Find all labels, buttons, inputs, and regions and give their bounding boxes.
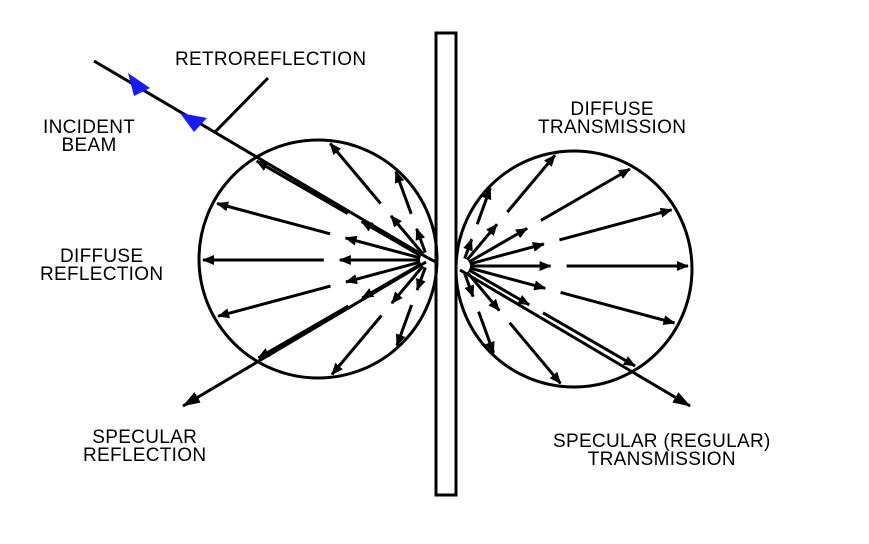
diffuse-transmission-arrow [559, 207, 673, 242]
retroreflection-pointer [213, 76, 270, 134]
label-diffuse-reflection: DIFFUSE REFLECTION [40, 246, 164, 285]
label-diffuse-transmission: DIFFUSE TRANSMISSION [538, 99, 687, 138]
diffuse-transmission-arrow [463, 238, 474, 260]
diffuse-reflection-arrow [415, 227, 427, 254]
incident-beam-line [93, 59, 429, 260]
label-specular-reflection-line2: REFLECTION [83, 445, 207, 466]
label-specular-transmission-line1: SPECULAR (REGULAR) [553, 431, 771, 452]
diffuse-reflection-arrow [345, 260, 421, 284]
label-specular-reflection-line1: SPECULAR [92, 427, 198, 448]
label-retroreflection: RETROREFLECTION [175, 49, 367, 70]
specular-transmission-arrow [459, 268, 691, 408]
diffuse-transmission-arrow [506, 154, 557, 214]
diffuse-transmission-arrows [463, 154, 689, 385]
label-incident-beam-line2: BEAM [61, 135, 117, 156]
diffuse-reflection-arrow [390, 265, 425, 305]
label-diffuse-reflection-line1: DIFFUSE [59, 246, 144, 267]
label-specular-reflection: SPECULAR REFLECTION [83, 427, 207, 466]
diffuse-transmission-arrow [465, 223, 499, 261]
diffuse-reflection-arrow [415, 266, 427, 291]
diffuse-reflection-arrow [360, 220, 422, 258]
label-diffuse-transmission-line2: TRANSMISSION [538, 117, 687, 138]
diffuse-transmission-arrow [469, 242, 545, 266]
label-incident-beam-line1: INCIDENT [43, 117, 136, 138]
diffuse-transmission-arrow [508, 321, 562, 385]
diffuse-reflection-arrow [329, 142, 382, 205]
label-specular-transmission-line2: TRANSMISSION [587, 449, 736, 470]
diffuse-transmission-arrow [463, 272, 475, 298]
label-specular-transmission: SPECULAR (REGULAR) TRANSMISSION [553, 431, 771, 470]
diffuse-reflection-arrow [216, 201, 331, 236]
incident-arrowhead-lower [180, 113, 207, 132]
diffuse-reflection-arrow [257, 304, 350, 360]
specular-reflection-arrow [182, 260, 427, 408]
diffuse-reflection-arrow [395, 304, 414, 347]
diffuse-transmission-lobe [454, 149, 694, 389]
label-diffuse-transmission-line1: DIFFUSE [570, 99, 654, 120]
diffuse-reflection-lobe [197, 138, 439, 380]
diffuse-reflection-arrow [255, 159, 349, 215]
diffuse-reflection-arrows [202, 142, 427, 376]
diffuse-transmission-arrow [560, 290, 676, 325]
label-incident-beam: INCIDENT BEAM [43, 117, 136, 156]
diffuse-reflection-arrow [389, 214, 425, 255]
diffuse-transmission-arrow [475, 187, 492, 225]
diffuse-transmission-arrow [468, 227, 528, 264]
label-diffuse-reflection-line2: REFLECTION [40, 264, 164, 285]
diffuse-transmission-arrow [468, 268, 531, 307]
diffuse-reflection-arrow [344, 235, 421, 260]
diffuse-transmission-arrow [477, 311, 496, 354]
diffuse-reflection-arrow [394, 170, 413, 215]
diffuse-transmission-arrow [469, 266, 547, 291]
diffuse-transmission-arrow [540, 167, 631, 222]
incident-arrowhead-upper [128, 73, 150, 96]
diffuse-reflection-arrow [217, 284, 331, 319]
diffuse-transmission-arrow [542, 311, 636, 368]
specular-transmission-line-in [427, 256, 437, 264]
diffuse-reflection-arrow [330, 314, 383, 376]
sample-plate [434, 31, 458, 497]
